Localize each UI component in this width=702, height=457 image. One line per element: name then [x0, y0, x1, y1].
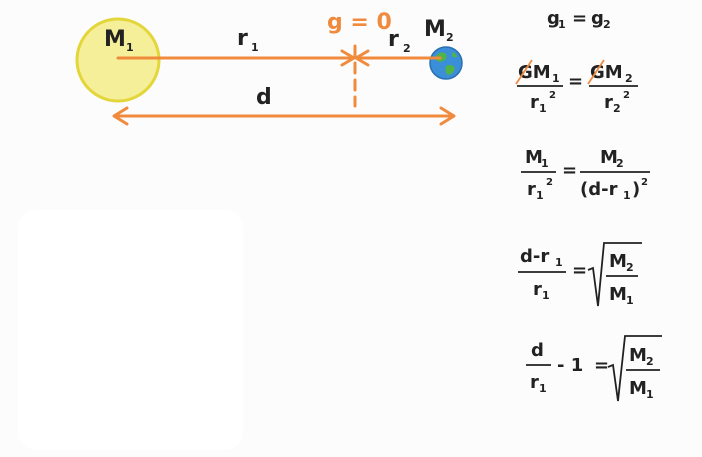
d-arrowhead-left [112, 106, 129, 126]
svg-text:M: M [609, 251, 627, 272]
cancel-mark-right [587, 59, 605, 85]
svg-text:2: 2 [626, 261, 634, 274]
svg-text:1: 1 [623, 189, 631, 202]
mass-2-label: M [424, 17, 446, 42]
mass-1-sun [75, 17, 161, 103]
mass-1-label: M [104, 27, 126, 52]
svg-text:=: = [568, 71, 583, 92]
svg-text:g: g [591, 8, 604, 29]
svg-text:1: 1 [646, 388, 654, 401]
mass-2-sub: 2 [446, 31, 454, 44]
svg-text:r: r [530, 372, 539, 393]
svg-text:2: 2 [549, 90, 556, 101]
equation-2: GM 1 r 1 2 = GM 2 r 2 2 [515, 59, 638, 115]
r1-sub: 1 [251, 41, 259, 54]
svg-text:=: = [572, 8, 587, 29]
sqrt-sign-1 [587, 242, 642, 307]
svg-text:2: 2 [641, 177, 648, 188]
r2-arrowhead [354, 49, 370, 67]
d-arrowhead-right [439, 106, 456, 126]
svg-text:2: 2 [623, 90, 630, 101]
svg-text:1: 1 [539, 382, 547, 395]
svg-text:2: 2 [616, 157, 624, 170]
svg-text:2: 2 [613, 102, 621, 115]
svg-text:r: r [533, 279, 542, 300]
svg-text:1: 1 [542, 289, 550, 302]
r2-sub: 2 [403, 42, 411, 55]
svg-text:d: d [531, 340, 544, 361]
svg-text:1: 1 [552, 72, 560, 85]
svg-text:=: = [572, 260, 587, 281]
r1-label: r [237, 26, 248, 51]
svg-text:=: = [562, 160, 577, 181]
svg-text:2: 2 [546, 177, 553, 188]
svg-text:1: 1 [541, 157, 549, 170]
svg-text:r: r [530, 92, 539, 113]
equation-5: d r 1 - 1 = M 2 M 1 [526, 335, 662, 402]
d-label: d [256, 85, 272, 110]
r2-label: r [388, 27, 399, 52]
svg-text:- 1: - 1 [557, 355, 583, 376]
svg-text:1: 1 [558, 18, 566, 31]
mass-1-sub: 1 [126, 41, 134, 54]
svg-text:2: 2 [625, 72, 633, 85]
svg-text:M: M [629, 345, 647, 366]
r1-arrowhead [340, 49, 356, 67]
svg-text:): ) [632, 179, 640, 200]
svg-text:=: = [594, 355, 609, 376]
whiteout-region-a [18, 210, 243, 450]
svg-text:M: M [629, 378, 647, 399]
cancel-mark-left [515, 59, 533, 85]
equation-4: d-r 1 r 1 = M 2 M 1 [518, 242, 642, 307]
svg-text:r: r [604, 92, 613, 113]
svg-text:r: r [527, 179, 536, 200]
svg-text:g: g [547, 8, 560, 29]
svg-text:2: 2 [603, 18, 611, 31]
sqrt-sign-2 [607, 335, 662, 402]
svg-text:1: 1 [536, 189, 544, 202]
null-point-label: g = 0 [327, 10, 392, 35]
svg-text:1: 1 [555, 256, 563, 269]
svg-text:M: M [609, 284, 627, 305]
svg-text:d-r: d-r [520, 246, 549, 267]
svg-text:2: 2 [646, 355, 654, 368]
equation-3: M 1 r 1 2 = M 2 (d-r 1 ) 2 [521, 147, 650, 202]
mass-2-earth-icon [429, 46, 463, 80]
svg-text:M: M [600, 147, 618, 168]
svg-text:M: M [525, 147, 543, 168]
svg-text:1: 1 [539, 102, 547, 115]
svg-text:1: 1 [626, 294, 634, 307]
svg-text:(d-r: (d-r [580, 179, 618, 200]
equation-1: g 1 = g 2 [547, 8, 611, 31]
